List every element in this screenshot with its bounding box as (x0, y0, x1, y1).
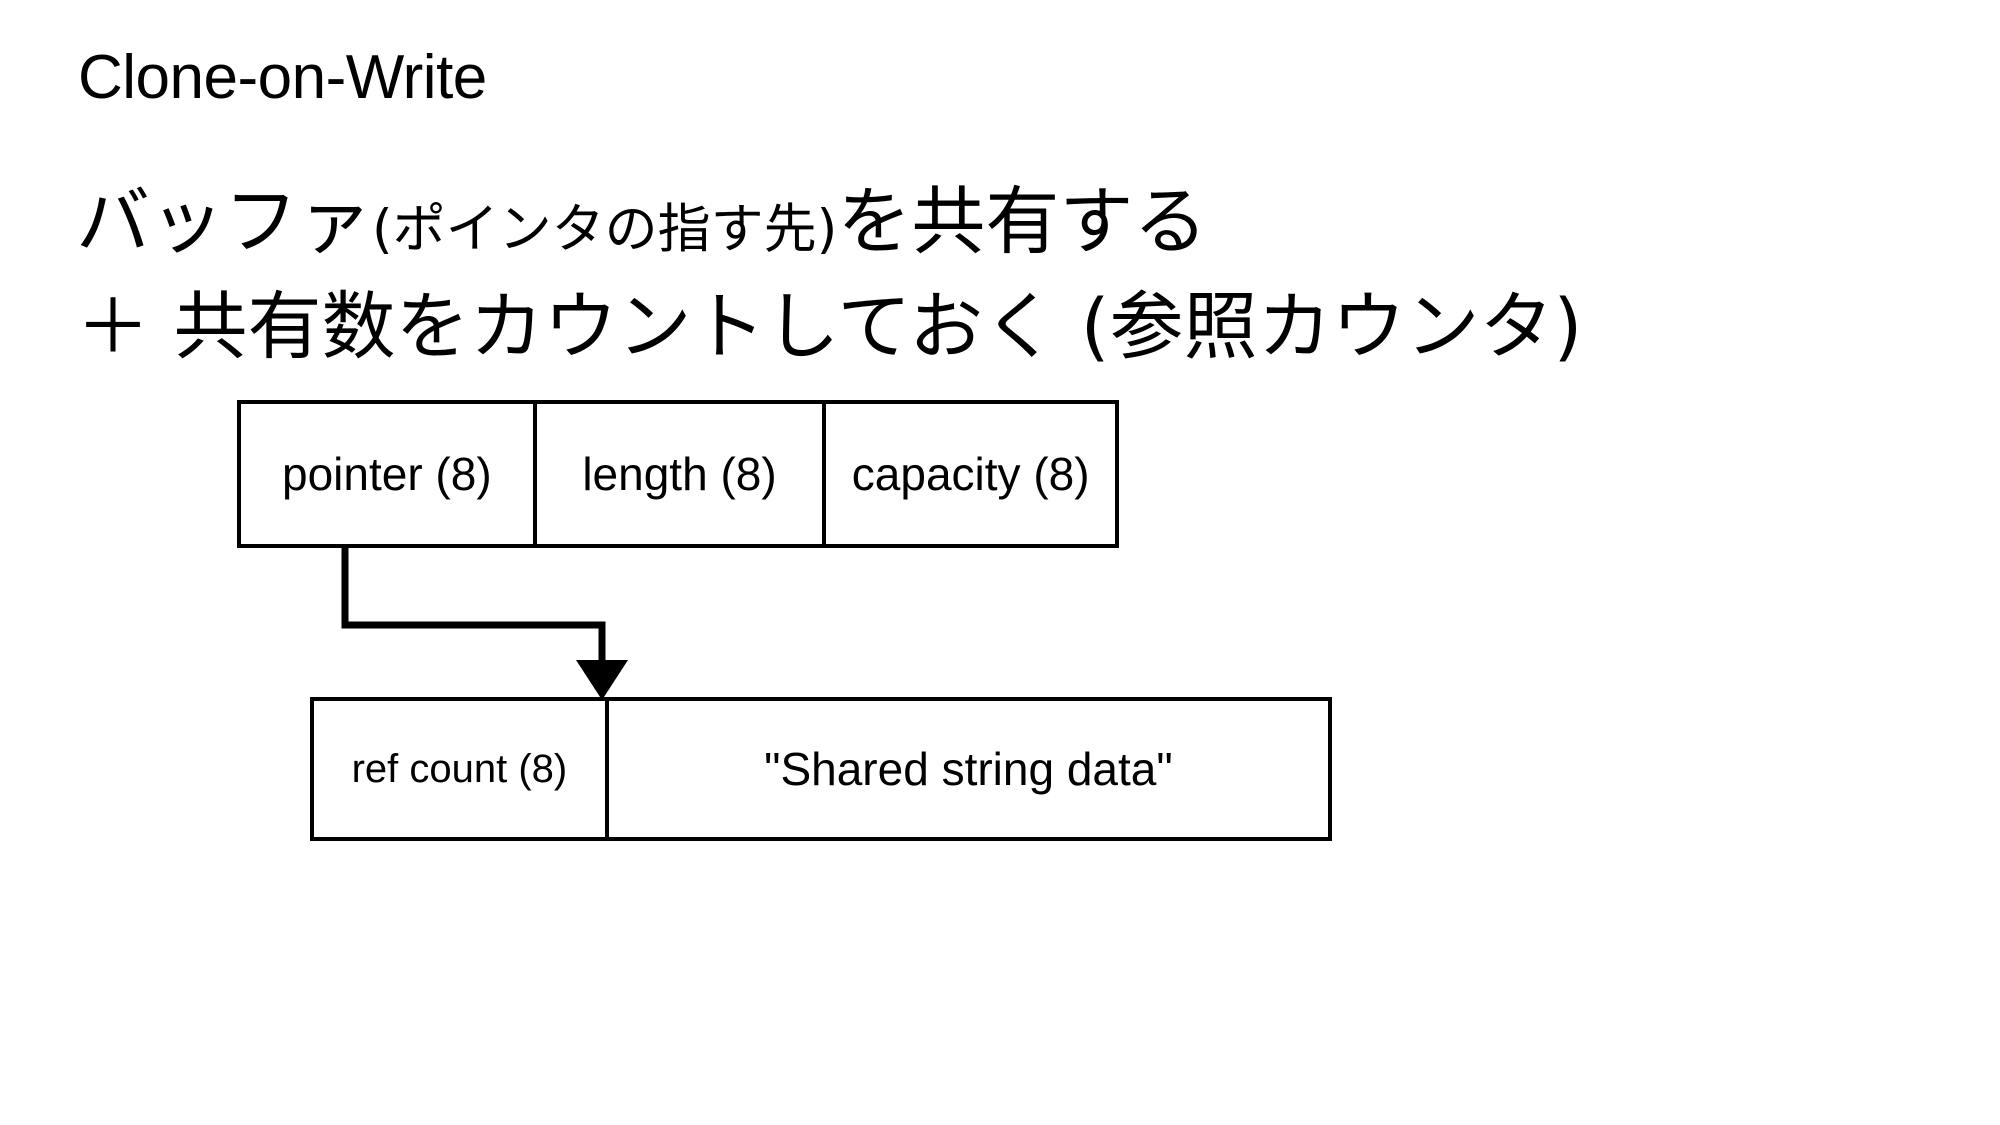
body-text-line-2: ＋ 共有数をカウントしておく (参照カウンタ) (76, 290, 1582, 364)
field-string-payload: "Shared string data" (604, 701, 1328, 837)
field-pointer: pointer (8) (282, 448, 492, 500)
string-header-struct: pointer (8) length (8) capacity (8) (237, 400, 1119, 548)
body-line2-main: 共有数をカウントしておく (参照カウンタ) (150, 284, 1583, 370)
body-line1-tail: を共有する (837, 179, 1208, 265)
body-line1-paren: (ポインタの指す先) (372, 199, 838, 260)
field-capacity: capacity (8) (822, 404, 1115, 544)
page-title: Clone-on-Write (78, 43, 487, 112)
shared-heap-buffer: ref count (8) "Shared string data" (310, 697, 1332, 841)
body-line2-plus: ＋ (76, 284, 150, 370)
arrowhead-icon (576, 660, 628, 700)
body-line1-lead: バッファ (76, 179, 372, 265)
connector-path (341, 548, 606, 688)
body-text-line-1: バッファ(ポインタの指す先)を共有する (76, 185, 1207, 259)
field-length: length (8) (532, 404, 823, 544)
field-ref-count: ref count (8) (351, 746, 568, 791)
